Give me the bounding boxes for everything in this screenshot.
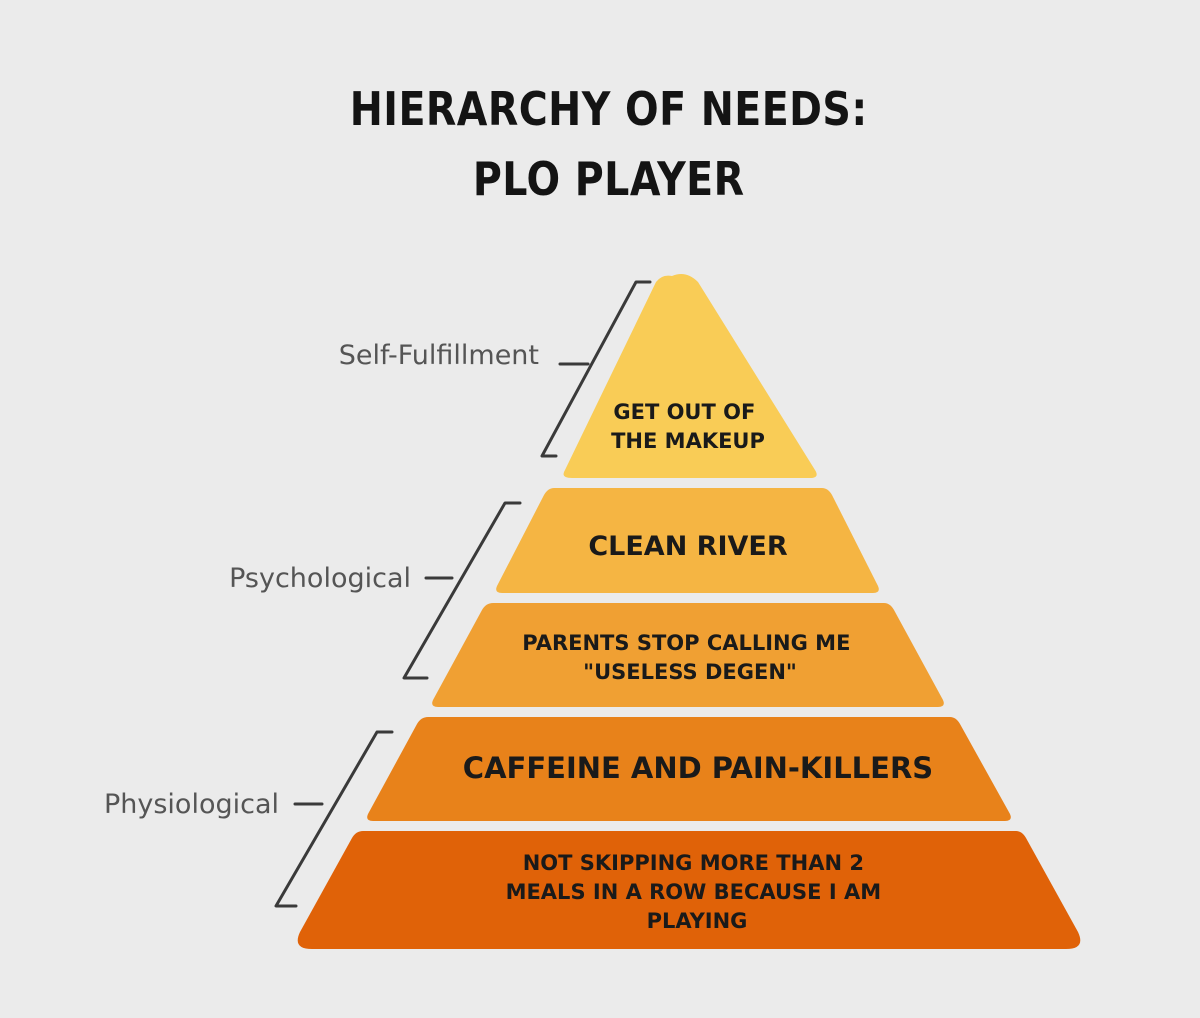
category-physiological: Physiological xyxy=(104,789,279,820)
level-base-line-1: NOT SKIPPING MORE THAN 2 xyxy=(523,851,864,875)
level-top-line-2: THE MAKEUP xyxy=(611,429,765,453)
level-base-line-3: PLAYING xyxy=(647,909,748,933)
level-top-line-1: GET OUT OF xyxy=(613,400,755,424)
level-third-line-1: PARENTS STOP CALLING ME xyxy=(522,631,850,655)
pyramid-level-base xyxy=(297,831,1081,949)
pyramid-level-fourth xyxy=(367,717,1011,821)
svg-text:GET OUT OF THE MAKEUP: GET OUT OF THE MAKEUP xyxy=(611,400,765,453)
bracket-physiological xyxy=(274,730,394,908)
level-third-line-2: "USELESS DEGEN" xyxy=(583,660,797,684)
svg-text:PARENTS STOP CALLING ME "U: PARENTS STOP CALLING ME "USELESS DEGEN" xyxy=(522,631,858,684)
level-second-text: CLEAN RIVER xyxy=(588,531,788,562)
svg-text:NOT SKIPPING MORE THAN 2 M: NOT SKIPPING MORE THAN 2 MEALS IN A ROW … xyxy=(506,851,889,933)
pyramid-level-top xyxy=(563,274,817,478)
diagram-title: HIERARCHY OF NEEDS: PLO PLAYER xyxy=(93,74,1125,214)
category-psychological: Psychological xyxy=(229,563,411,594)
title-line-2: PLO PLAYER xyxy=(472,152,745,206)
category-self-fulfillment: Self-Fulfillment xyxy=(339,340,539,371)
pyramid-level-third xyxy=(432,603,944,707)
title-line-1: HIERARCHY OF NEEDS: xyxy=(349,82,868,136)
pyramid-level-second xyxy=(496,488,879,593)
level-base-line-2: MEALS IN A ROW BECAUSE I AM xyxy=(506,880,882,904)
bracket-self-fulfillment xyxy=(540,280,652,458)
bracket-psychological xyxy=(402,501,522,680)
level-fourth-text: CAFFEINE AND PAIN-KILLERS xyxy=(463,751,933,785)
